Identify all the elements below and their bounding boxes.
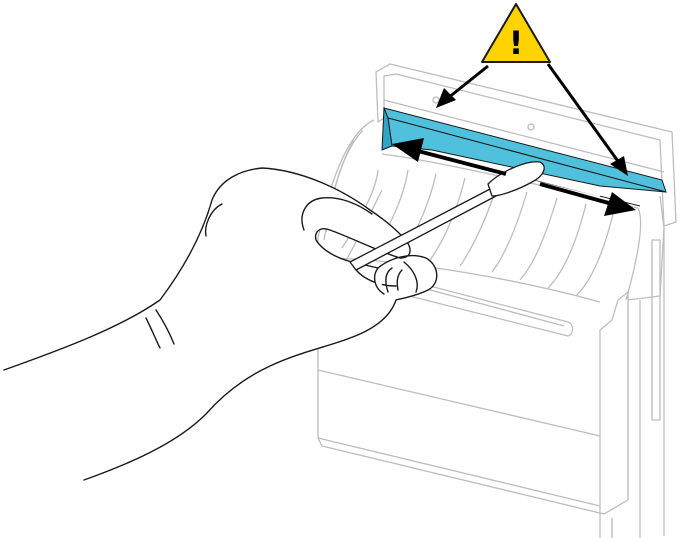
pointer-to-blade-right	[548, 64, 620, 164]
screw-hole-right	[528, 124, 534, 130]
screw-hole-left	[433, 97, 439, 103]
warning-exclamation: !	[509, 24, 524, 62]
warning-triangle-icon: !	[482, 4, 550, 62]
swab-tip	[488, 162, 544, 196]
arrow-right	[540, 184, 612, 204]
gloved-hand	[4, 168, 437, 480]
pointer-to-blade-left	[448, 66, 488, 98]
hand-outline	[4, 168, 437, 480]
